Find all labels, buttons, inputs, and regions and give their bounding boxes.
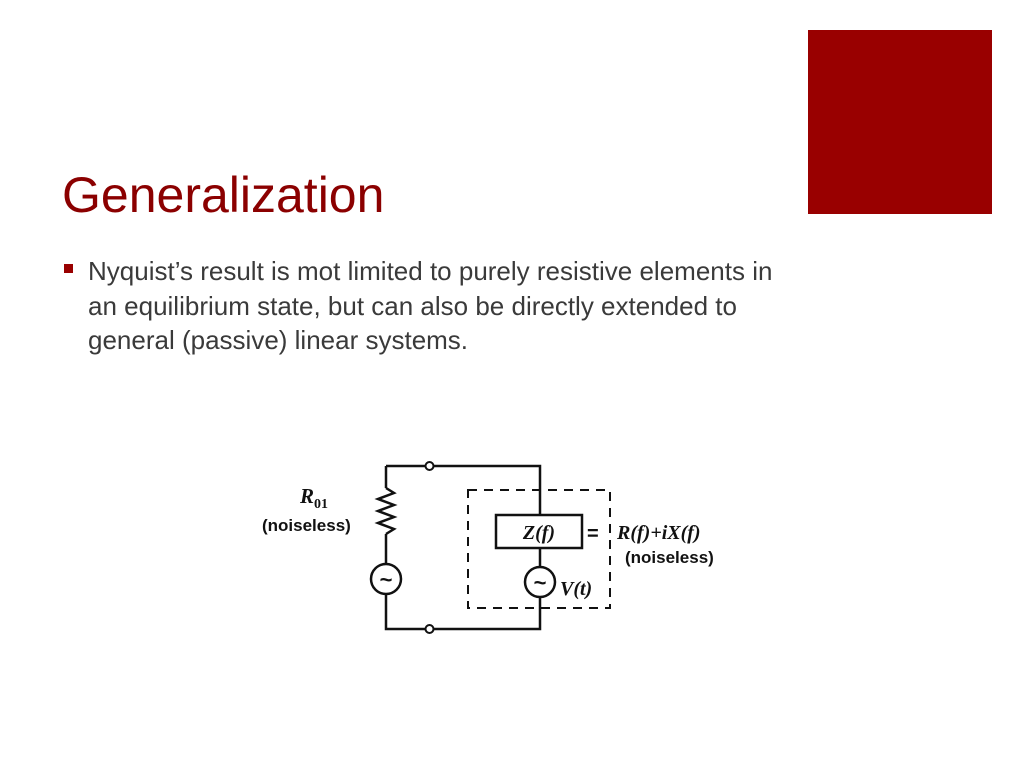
circuit-diagram: ~ Z(f) ~ R01 (noiseless) = R(f)+iX(f) (n… <box>262 461 714 634</box>
bullet-text: Nyquist’s result is mot limited to purel… <box>88 256 773 355</box>
impedance-equation: R(f)+iX(f) <box>616 522 701 544</box>
square-bullet-icon <box>64 264 73 273</box>
noiseless-left-label: (noiseless) <box>262 516 351 535</box>
terminal-bottom <box>424 624 435 634</box>
voltage-label: V(t) <box>560 578 592 600</box>
noise-source-right <box>523 565 557 599</box>
terminal-top <box>424 461 435 471</box>
circuit-wires <box>384 464 542 631</box>
bullet-list: Nyquist’s result is mot limited to purel… <box>64 254 784 358</box>
impedance-box <box>494 513 584 550</box>
bottom-wire-right <box>434 597 542 631</box>
dashed-enclosure <box>467 489 611 609</box>
tilde-left: ~ <box>380 567 393 592</box>
impedance-label: Z(f) <box>522 522 555 544</box>
equals-sign: = <box>587 523 599 545</box>
slide-title: Generalization <box>62 167 385 223</box>
noise-source-left <box>369 562 403 596</box>
resistor-label: R01 <box>299 484 328 512</box>
top-wire-right <box>434 464 542 521</box>
left-wire-bottom <box>384 594 425 631</box>
resistor-zigzag <box>374 486 398 536</box>
accent-block <box>808 30 992 214</box>
tilde-right: ~ <box>534 570 547 595</box>
noiseless-right-label: (noiseless) <box>625 548 714 567</box>
bullet-item: Nyquist’s result is mot limited to purel… <box>64 254 784 358</box>
